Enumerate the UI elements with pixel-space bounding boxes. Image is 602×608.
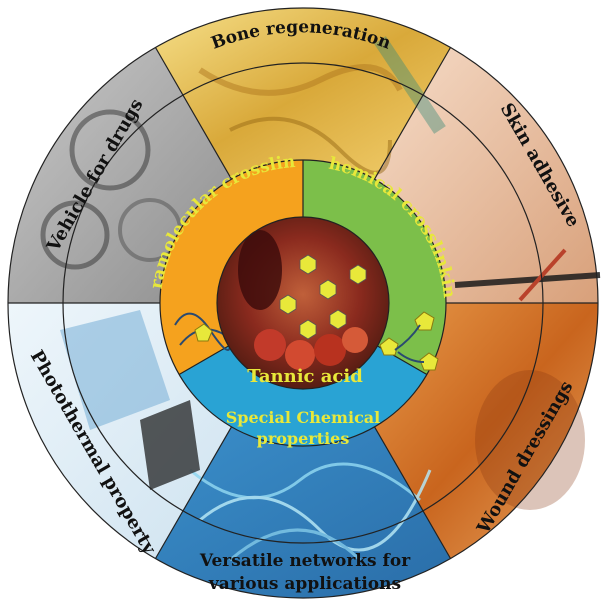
label-networks-line1: Versatile networks for	[199, 551, 411, 571]
label-special-line1: Special Chemical	[226, 408, 381, 427]
center-tannic-acid	[217, 217, 389, 389]
label-tannic-acid: Tannic acid	[247, 366, 363, 387]
label-special-line2: properties	[257, 429, 350, 448]
label-networks-line2: various applications	[208, 574, 401, 594]
